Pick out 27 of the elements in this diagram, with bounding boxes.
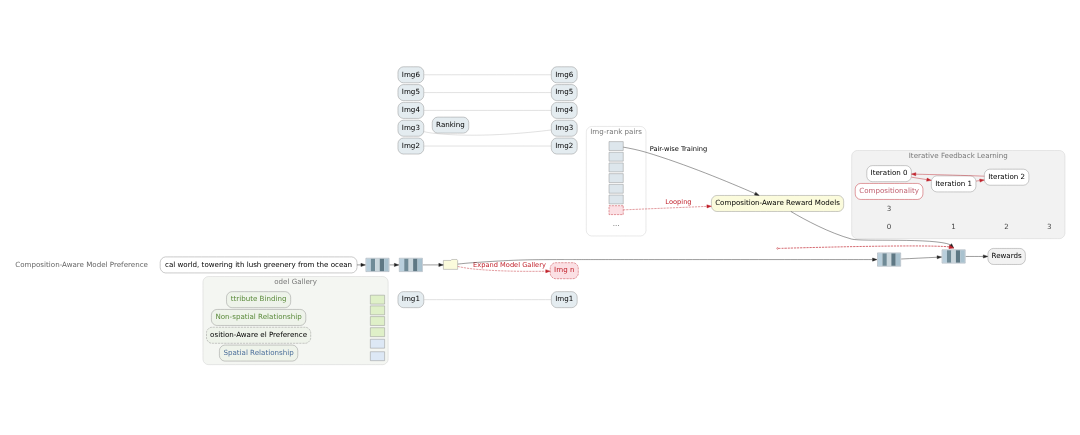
node-box <box>608 162 624 173</box>
node-book <box>443 259 458 270</box>
node-box <box>608 194 624 205</box>
arrow <box>965 254 988 259</box>
node-box <box>370 316 385 326</box>
node-box <box>370 294 385 305</box>
node-box <box>370 339 385 349</box>
arrow <box>900 255 942 260</box>
node-box <box>608 184 624 194</box>
node-box <box>370 351 385 361</box>
node-box <box>608 173 624 183</box>
connector <box>423 129 552 136</box>
arrow <box>422 263 444 267</box>
node-box <box>370 327 385 337</box>
node-box <box>608 152 624 162</box>
node-box <box>370 305 385 315</box>
arrow <box>389 263 400 267</box>
arrow <box>457 257 878 265</box>
node-box <box>608 205 624 215</box>
arrow <box>975 178 985 183</box>
arrow <box>911 172 985 177</box>
arrow <box>911 176 932 182</box>
arrow <box>623 204 712 211</box>
arrow <box>356 263 366 267</box>
arrow <box>623 146 760 196</box>
arrow <box>457 266 551 273</box>
node-box <box>608 141 624 151</box>
